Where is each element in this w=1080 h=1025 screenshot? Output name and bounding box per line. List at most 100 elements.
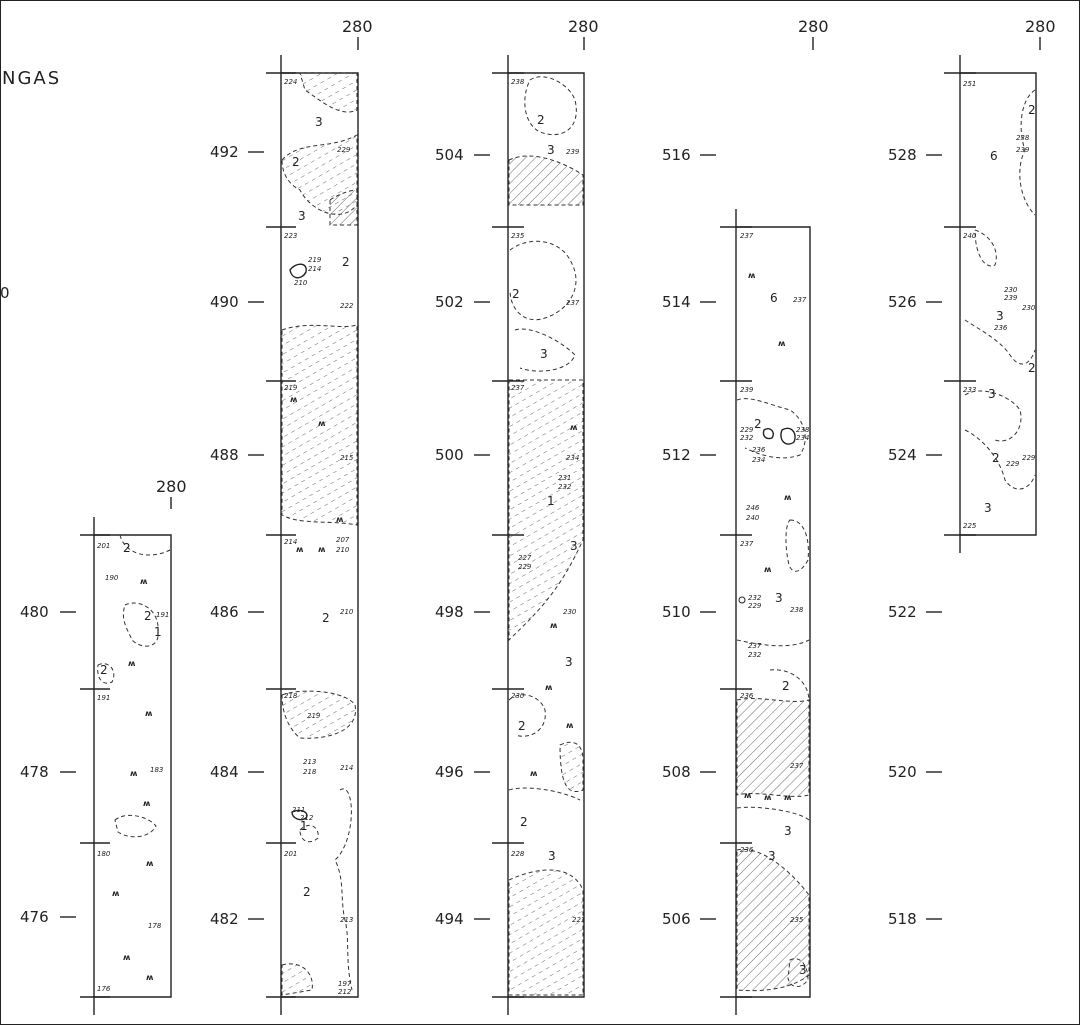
vegetation-marker: ʍ bbox=[130, 769, 138, 778]
zone-number: 1 bbox=[154, 625, 162, 639]
elevation-label: 240 bbox=[746, 514, 760, 522]
elevation-label: 213 bbox=[303, 758, 316, 766]
elevation-label: 232 bbox=[558, 483, 572, 491]
zone-number: 2 bbox=[518, 719, 526, 733]
elevation-label: 230 bbox=[1022, 304, 1036, 312]
elevation-label: 237 bbox=[748, 642, 762, 650]
vegetation-marker: ʍ bbox=[318, 419, 326, 428]
vegetation-marker: ʍ bbox=[145, 709, 153, 718]
section-label-490: 490 bbox=[210, 293, 239, 311]
elevation-label: 236 bbox=[740, 846, 754, 854]
zone-number: 2 bbox=[100, 663, 108, 677]
elevation-label: 238 bbox=[511, 78, 525, 86]
elevation-label: 232 bbox=[740, 434, 754, 442]
section-label-486: 486 bbox=[210, 603, 239, 621]
zone-number: 3 bbox=[799, 963, 807, 977]
strip-476-480: 280 476 478 480 2 2 1 2 201 190 191 191 … bbox=[20, 477, 187, 1015]
vegetation-marker: ʍ bbox=[123, 953, 131, 962]
strip-518-528: 280 518 520 522 524 526 528 2 6 3 2 3 2 … bbox=[888, 17, 1056, 928]
section-label-500: 500 bbox=[435, 446, 464, 464]
section-label-528: 528 bbox=[888, 146, 917, 164]
elevation-label: 219 bbox=[284, 384, 298, 392]
vegetation-marker: ʍ bbox=[784, 793, 792, 802]
elevation-label: 233 bbox=[963, 386, 976, 394]
section-label-494: 494 bbox=[435, 910, 464, 928]
zone-number: 3 bbox=[298, 209, 306, 223]
elevation-label: 214 bbox=[340, 764, 353, 772]
zone-number: 3 bbox=[768, 849, 776, 863]
zone-number: 2 bbox=[123, 541, 131, 555]
zone-number: 3 bbox=[540, 347, 548, 361]
elevation-label: 228 bbox=[511, 850, 525, 858]
elevation-label: 234 bbox=[752, 456, 765, 464]
vegetation-marker: ʍ bbox=[566, 721, 574, 730]
elevation-label: 176 bbox=[97, 985, 111, 993]
elevation-label: 180 bbox=[97, 850, 111, 858]
elevation-label: 210 bbox=[340, 608, 354, 616]
zone-number: 2 bbox=[782, 679, 790, 693]
elevation-label: 201 bbox=[97, 542, 110, 550]
vegetation-marker: ʍ bbox=[143, 799, 151, 808]
zone-number: 3 bbox=[988, 387, 996, 401]
vegetation-marker: ʍ bbox=[336, 515, 344, 524]
elevation-label: 191 bbox=[97, 694, 110, 702]
elevation-label: 237 bbox=[566, 299, 580, 307]
section-label-520: 520 bbox=[888, 763, 917, 781]
elevation-label: 190 bbox=[105, 574, 119, 582]
vegetation-marker: ʍ bbox=[744, 791, 752, 800]
zone-number: 3 bbox=[548, 849, 556, 863]
elevation-label: 227 bbox=[518, 554, 532, 562]
elevation-label: 237 bbox=[511, 384, 525, 392]
section-label-496: 496 bbox=[435, 763, 464, 781]
section-label-524: 524 bbox=[888, 446, 917, 464]
section-label-514: 514 bbox=[662, 293, 691, 311]
section-label-492: 492 bbox=[210, 143, 239, 161]
vegetation-marker: ʍ bbox=[128, 659, 136, 668]
section-label-508: 508 bbox=[662, 763, 691, 781]
zone-number: 3 bbox=[784, 824, 792, 838]
elevation-label: 218 bbox=[303, 768, 317, 776]
x-reference-label: 280 bbox=[568, 17, 599, 36]
elevation-label: 235 bbox=[790, 916, 804, 924]
left-edge-label: 0 bbox=[0, 284, 10, 302]
elevation-label: 207 bbox=[336, 536, 350, 544]
vegetation-marker: ʍ bbox=[112, 889, 120, 898]
zone-number: 6 bbox=[770, 291, 778, 305]
zone-number: 2 bbox=[520, 815, 528, 829]
elevation-label: 240 bbox=[963, 232, 977, 240]
vegetation-marker: ʍ bbox=[296, 545, 304, 554]
x-reference-label: 280 bbox=[1025, 17, 1056, 36]
elevation-label: 237 bbox=[790, 762, 804, 770]
elevation-label: 237 bbox=[740, 232, 754, 240]
section-label-480: 480 bbox=[20, 603, 49, 621]
elevation-label: 183 bbox=[150, 766, 163, 774]
zone-number: 1 bbox=[547, 494, 555, 508]
elevation-label: 223 bbox=[284, 232, 297, 240]
elevation-label: 232 bbox=[748, 651, 762, 659]
elevation-label: 219 bbox=[308, 256, 322, 264]
elevation-label: 239 bbox=[740, 386, 754, 394]
map-title: NGAS bbox=[2, 68, 61, 89]
zone-number: 2 bbox=[144, 609, 152, 623]
elevation-label: 236 bbox=[752, 446, 766, 454]
section-label-498: 498 bbox=[435, 603, 464, 621]
strip-506-516: 280 506 508 510 512 514 516 bbox=[662, 17, 829, 1015]
section-label-516: 516 bbox=[662, 146, 691, 164]
elevation-label: 229 bbox=[337, 146, 351, 154]
vegetation-marker: ʍ bbox=[140, 577, 148, 586]
zone-number: 2 bbox=[1028, 103, 1036, 117]
x-reference-label: 280 bbox=[156, 477, 187, 496]
vegetation-marker: ʍ bbox=[146, 859, 154, 868]
vegetation-marker: ʍ bbox=[545, 683, 553, 692]
section-label-482: 482 bbox=[210, 910, 239, 928]
elevation-label: 239 bbox=[1016, 146, 1030, 154]
zone-number: 2 bbox=[292, 155, 300, 169]
zone-number: 2 bbox=[992, 451, 1000, 465]
vegetation-marker: ʍ bbox=[764, 793, 772, 802]
elevation-label: 229 bbox=[1022, 454, 1036, 462]
elevation-label: 211 bbox=[292, 806, 305, 814]
zone-number: 6 bbox=[990, 149, 998, 163]
strip-494-504: 280 494 496 498 500 502 504 2 bbox=[435, 17, 599, 1015]
elevation-label: 246 bbox=[746, 504, 760, 512]
elevation-label: 218 bbox=[284, 692, 298, 700]
